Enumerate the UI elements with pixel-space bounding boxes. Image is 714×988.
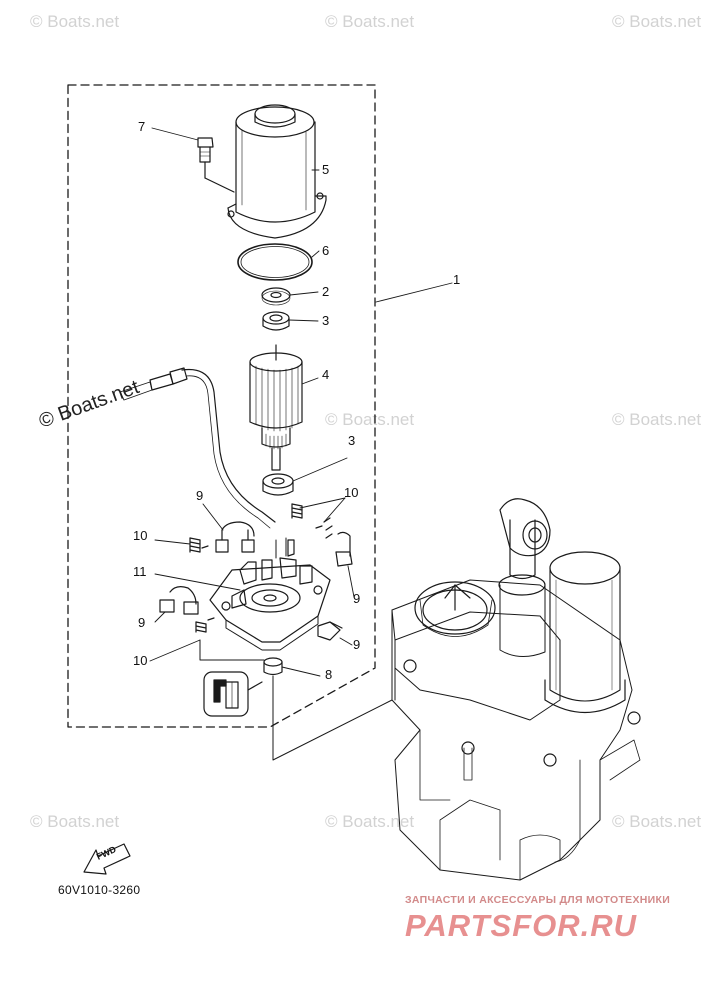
callout-10-lower: 10 bbox=[133, 653, 148, 668]
screw-part-7 bbox=[197, 137, 235, 193]
washer-part-2 bbox=[261, 287, 291, 306]
shop-logo: PARTSFOR.RU bbox=[405, 908, 638, 943]
diagram-code: 60V1010-3260 bbox=[58, 883, 141, 897]
brush-part-9-a bbox=[215, 521, 255, 553]
callout-9-lower: 9 bbox=[353, 637, 361, 652]
callout-4: 4 bbox=[322, 367, 330, 382]
brush-part-9-d bbox=[317, 621, 343, 641]
watermark: © Boats.net bbox=[325, 812, 415, 831]
watermark: © Boats.net bbox=[30, 12, 120, 31]
motor-yoke-part-5 bbox=[227, 104, 327, 239]
callout-11: 11 bbox=[133, 564, 147, 579]
brush-part-9-c bbox=[159, 586, 199, 615]
power-trim-tilt-unit bbox=[391, 498, 641, 881]
bushing-part-8 bbox=[263, 657, 283, 676]
callout-10-left: 10 bbox=[133, 528, 148, 543]
callout-1: 1 bbox=[453, 272, 461, 287]
brush-holder-base bbox=[209, 537, 331, 651]
callout-9-top: 9 bbox=[196, 488, 204, 503]
callout-3-lower: 3 bbox=[348, 433, 356, 448]
watermark: © Boats.net bbox=[612, 410, 702, 429]
watermark: © Boats.net bbox=[612, 12, 702, 31]
watermark: © Boats.net bbox=[30, 812, 120, 831]
callout-7: 7 bbox=[138, 119, 146, 134]
fwd-arrow-icon bbox=[83, 843, 131, 875]
armature-part-4 bbox=[249, 344, 303, 471]
leader-lines bbox=[149, 127, 453, 677]
callout-3-upper: 3 bbox=[322, 313, 330, 328]
brush-part-9-b bbox=[335, 531, 353, 567]
callout-6: 6 bbox=[322, 243, 330, 258]
callout-9-right: 9 bbox=[353, 591, 361, 606]
callout-8: 8 bbox=[325, 667, 333, 682]
callout-2: 2 bbox=[322, 284, 330, 299]
watermark: © Boats.net bbox=[325, 12, 415, 31]
spring-part-10-c bbox=[195, 617, 215, 633]
shop-tagline: ЗАПЧАСТИ И АКСЕССУАРЫ ДЛЯ МОТОТЕХНИКИ bbox=[405, 894, 671, 906]
o-ring-part-6 bbox=[237, 243, 313, 281]
callout-10-right: 10 bbox=[344, 485, 359, 500]
watermark: © Boats.net bbox=[325, 410, 415, 429]
callout-5: 5 bbox=[322, 162, 330, 177]
lead-wire bbox=[119, 367, 276, 529]
assembly-boundary bbox=[67, 84, 376, 728]
grease-detail-inset bbox=[203, 671, 263, 717]
bearing-part-3-lower bbox=[262, 473, 294, 496]
bearing-part-3-upper bbox=[262, 311, 290, 331]
watermark: © Boats.net bbox=[612, 812, 702, 831]
spring-part-10-b bbox=[291, 503, 333, 539]
callout-9-left: 9 bbox=[138, 615, 146, 630]
spring-part-10-a bbox=[189, 537, 209, 553]
